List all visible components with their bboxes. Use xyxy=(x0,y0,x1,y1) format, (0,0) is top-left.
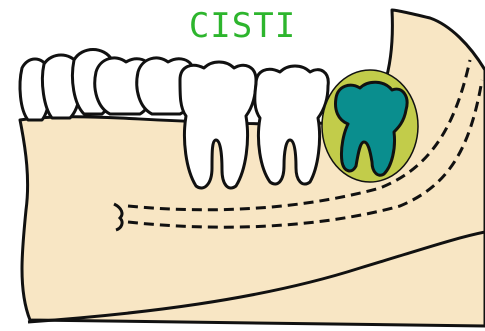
jaw-drawing xyxy=(0,0,485,331)
cyst-illustration: CISTI xyxy=(0,0,485,331)
